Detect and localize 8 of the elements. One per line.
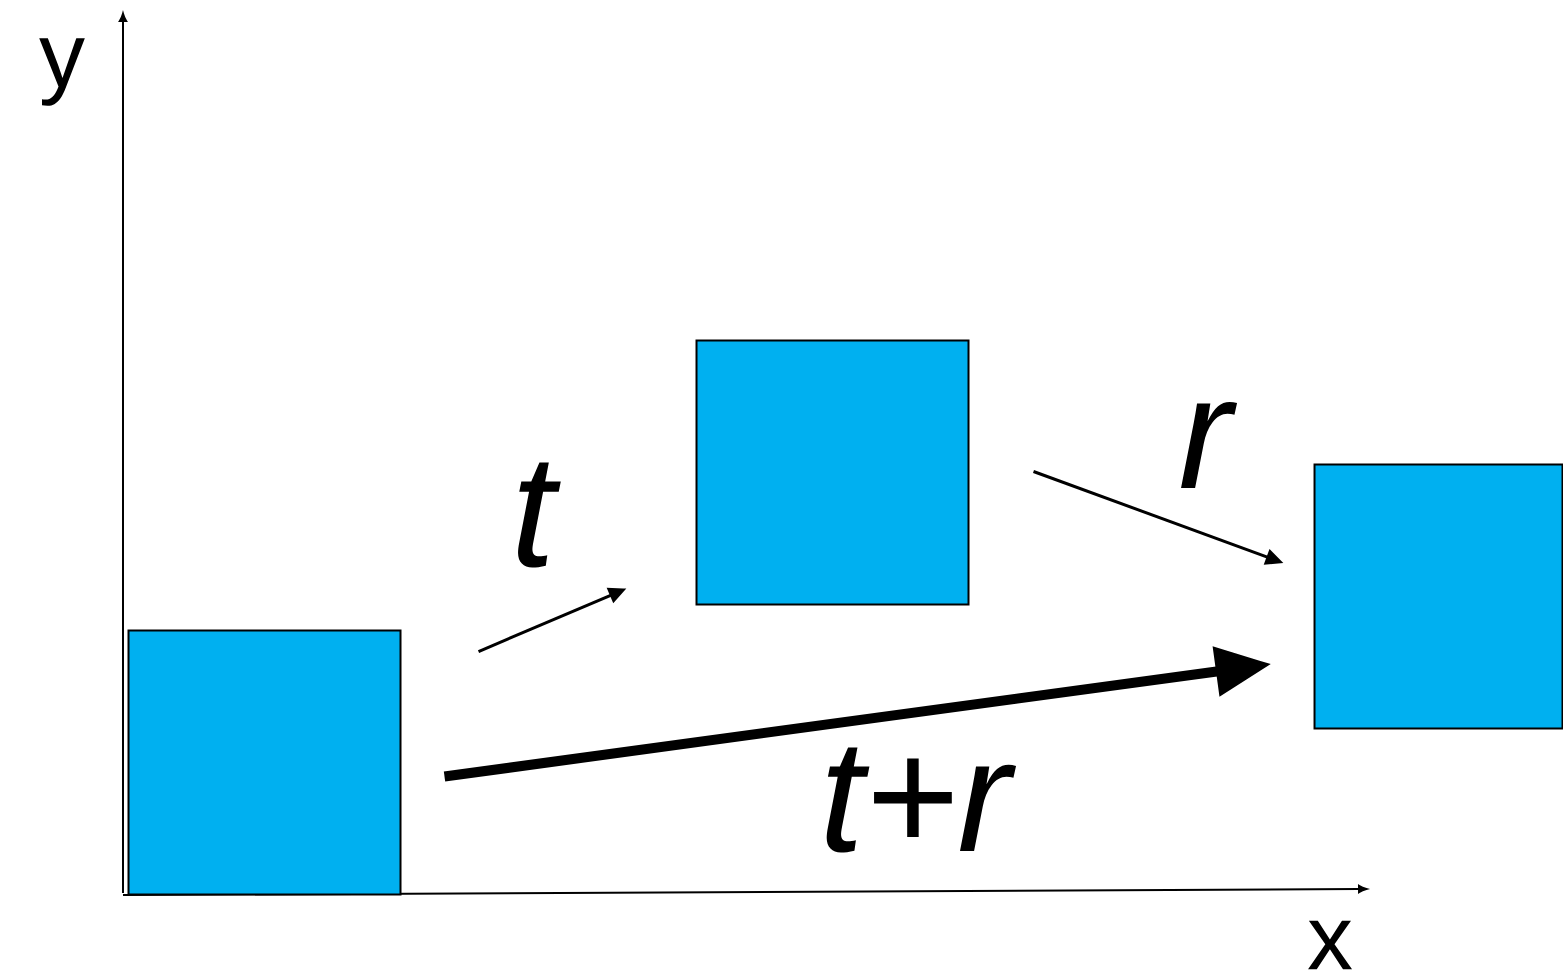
square-box [1313,463,1563,730]
edge-label: t [508,460,561,570]
axis-label: x [1308,920,1353,970]
square-box [695,339,970,606]
edge-label: r [1176,399,1238,491]
square-box [127,629,402,896]
axis-label: y [39,38,85,106]
edge-label: t+r [817,745,1017,855]
